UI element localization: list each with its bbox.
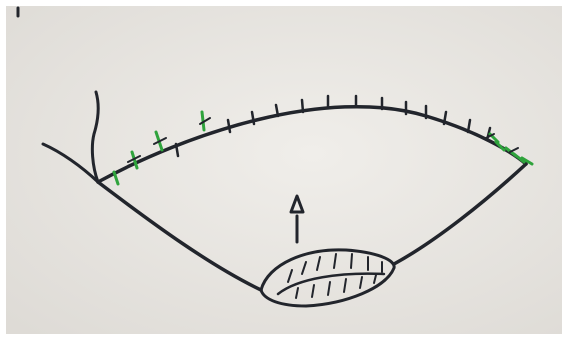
paper-background xyxy=(6,6,562,334)
paper-sheet xyxy=(6,6,562,334)
